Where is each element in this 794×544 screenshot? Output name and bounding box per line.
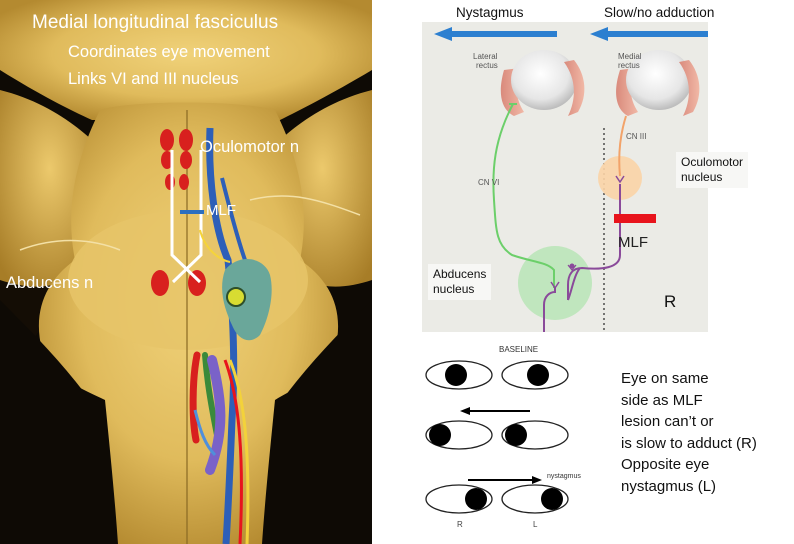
label-cn-iii: CN III — [626, 132, 647, 141]
nucleus-marker — [226, 287, 246, 307]
left-eyeball — [511, 50, 577, 110]
note-line: is slow to adduct (R) — [621, 434, 757, 452]
note-line: Opposite eye — [621, 456, 710, 473]
mlf-path — [567, 184, 621, 300]
arrow-slow-adduction — [590, 27, 708, 41]
note-line: nystagmus (L) — [621, 477, 717, 495]
mlf-schematic: Nystagmus Slow/no adduction Lateral rect… — [422, 0, 714, 332]
header-nystagmus: Nystagmus — [456, 5, 524, 20]
photo-subtitle-1: Coordinates eye movement — [68, 43, 270, 61]
label-mlf-schematic: MLF — [618, 234, 648, 251]
label-lateral-rectus-2: rectus — [476, 61, 498, 70]
oculomotor-nucleus-right — [179, 129, 193, 151]
cn-vi-path — [492, 103, 555, 288]
label-lateral-rectus-1: Lateral — [473, 52, 498, 61]
note-line: lesion can’t or — [621, 413, 714, 430]
mlf-tract — [170, 150, 203, 284]
label-mlf: MLF — [206, 202, 236, 219]
label-eye-r: R — [457, 520, 463, 529]
blue-tract — [206, 127, 238, 544]
brainstem-model-illustration — [0, 0, 372, 544]
cn-iii-path — [618, 115, 627, 177]
label-nystagmus-small: nystagmus — [547, 473, 581, 480]
label-baseline: BASELINE — [499, 345, 539, 354]
photo-subtitle-2: Links VI and III nucleus — [68, 70, 239, 88]
label-abducens-nucleus: Abducens nucleus — [428, 264, 492, 300]
label-side-r: R — [664, 292, 677, 311]
note-line: side as MLF — [621, 391, 703, 409]
photo-title: Medial longitudinal fasciculus — [32, 12, 279, 33]
header-slow-adduction: Slow/no adduction — [604, 5, 715, 20]
label-cn-vi: CN VI — [478, 178, 500, 187]
mlf-marker — [180, 210, 204, 214]
arrow-left-gaze — [460, 407, 530, 415]
oculomotor-nucleus-left — [160, 129, 174, 151]
cerebrum-top — [0, 0, 372, 120]
arrow-nystagmus — [434, 27, 557, 41]
oculomotor-nucleus-circle — [598, 156, 642, 200]
label-oculomotor-n: Oculomotor n — [200, 138, 300, 156]
eye-positions-figure — [425, 360, 569, 514]
brainstem-photo: Medial longitudinal fasciculus Coordinat… — [0, 0, 372, 544]
label-oculomotor-nucleus: Oculomotor nucleus — [676, 152, 749, 188]
mlf-lesion-bar — [614, 214, 656, 223]
abducens-nucleus-left — [151, 270, 169, 296]
label-abducens-n: Abducens n — [6, 274, 94, 292]
right-eyeball — [626, 50, 692, 110]
explanation-notes: Eye on same side as MLF lesion can’t or … — [621, 368, 757, 497]
teal-nucleus — [222, 259, 272, 341]
label-eye-l: L — [533, 520, 538, 529]
note-line: Eye on same — [621, 370, 709, 387]
label-medial-rectus-1: Medial — [618, 52, 642, 61]
label-medial-rectus-2: rectus — [618, 61, 640, 70]
arrow-right-gaze — [468, 476, 542, 484]
